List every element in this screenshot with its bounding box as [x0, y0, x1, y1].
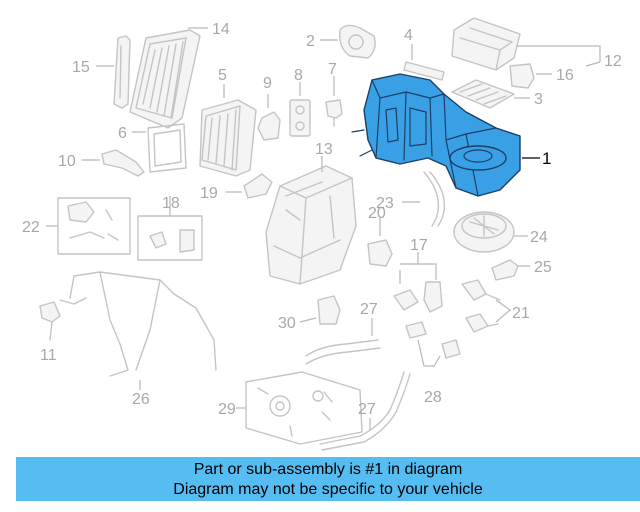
part-23-hose[interactable] [402, 171, 446, 227]
callout-6: 6 [118, 125, 127, 142]
part-10-bracket[interactable] [82, 149, 145, 177]
part-26-wiring-harness[interactable] [59, 271, 217, 390]
part-20-actuator[interactable] [367, 218, 393, 267]
part-27-pipe-lower[interactable] [319, 371, 411, 451]
callout-27b: 27 [358, 401, 376, 418]
callout-27a: 27 [360, 301, 378, 318]
callout-25: 25 [534, 259, 552, 276]
part-19-connector[interactable] [226, 173, 273, 199]
part-16-actuator[interactable] [509, 61, 601, 89]
part-3-filter[interactable] [451, 79, 530, 109]
part-24-blower-motor[interactable] [453, 211, 528, 253]
part-11-sensor[interactable] [39, 301, 61, 341]
part-2[interactable] [320, 24, 376, 59]
callout-10: 10 [58, 153, 76, 170]
part-14-heater-core[interactable] [129, 27, 208, 129]
part-28-sensors[interactable] [405, 321, 461, 367]
callout-14: 14 [212, 21, 230, 38]
callout-17: 17 [410, 237, 428, 254]
part-30-module[interactable] [299, 295, 341, 325]
callout-8: 8 [294, 67, 303, 84]
part-9-clip[interactable] [257, 94, 281, 141]
callout-23: 23 [376, 195, 394, 212]
part-8-valve[interactable] [289, 82, 311, 137]
banner-line-1: Part or sub-assembly is #1 in diagram [193, 461, 463, 478]
part-6-gasket-frame[interactable] [132, 123, 187, 173]
callout-1: 1 [542, 149, 551, 168]
parts-diagram: 14 15 2 4 12 16 3 [22, 17, 622, 451]
part-17-sensors[interactable] [393, 252, 443, 313]
callout-12: 12 [604, 53, 622, 70]
part-5-evaporator[interactable] [199, 84, 257, 177]
callout-24: 24 [530, 229, 548, 246]
callout-11: 11 [40, 347, 57, 364]
part-29-bracket-kit[interactable] [236, 371, 363, 445]
callout-9: 9 [263, 75, 272, 92]
callout-19: 19 [200, 185, 218, 202]
callout-3: 3 [534, 91, 543, 108]
banner-line-2: Diagram may not be specific to your vehi… [173, 481, 483, 498]
callout-26: 26 [132, 391, 150, 408]
callout-16: 16 [556, 67, 574, 84]
callout-20: 20 [368, 205, 386, 222]
info-banner: Part or sub-assembly is #1 in diagram Di… [16, 457, 640, 501]
callout-28: 28 [424, 389, 442, 406]
part-4-gasket[interactable] [403, 44, 445, 81]
part-25-resistor[interactable] [491, 259, 530, 281]
part-18-sensor-set[interactable] [137, 196, 203, 261]
callout-29: 29 [218, 401, 236, 418]
callout-18: 18 [162, 195, 180, 212]
part-22-bracket-set[interactable] [46, 197, 131, 255]
callout-13: 13 [315, 141, 333, 158]
callout-21: 21 [512, 305, 530, 322]
callout-30: 30 [278, 315, 296, 332]
part-15-bracket[interactable] [96, 35, 131, 109]
part-7-sensor[interactable] [325, 76, 343, 127]
callout-15: 15 [72, 59, 90, 76]
callout-4: 4 [404, 27, 413, 44]
callout-7: 7 [328, 61, 337, 78]
part-12-module[interactable] [451, 17, 601, 71]
callout-22: 22 [22, 219, 40, 236]
callout-2: 2 [306, 33, 315, 50]
callout-5: 5 [218, 67, 227, 84]
part-1-blower-housing[interactable] [351, 73, 540, 197]
part-21-sensors[interactable] [461, 279, 511, 333]
part-13-hvac-case[interactable] [265, 156, 357, 285]
part-27-pipe-upper[interactable] [305, 318, 381, 365]
